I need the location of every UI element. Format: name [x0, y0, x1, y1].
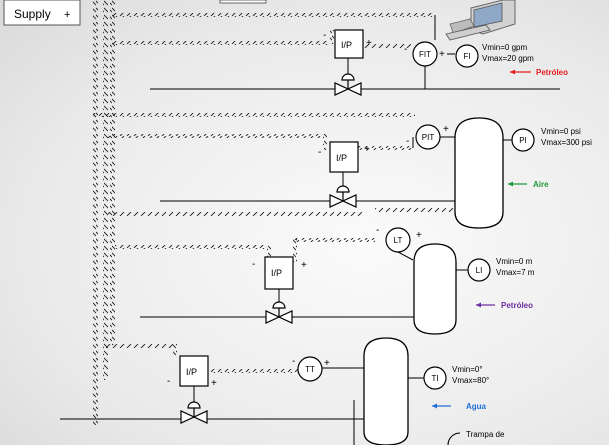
stream-label-water: Agua [432, 402, 487, 411]
stream-label-oil-top: Petróleo [510, 68, 568, 77]
svg-text:+: + [443, 124, 449, 135]
svg-text:-: - [406, 136, 409, 147]
svg-text:I/P: I/P [341, 40, 352, 50]
svg-text:-: - [167, 376, 170, 387]
svg-text:FI: FI [463, 52, 470, 61]
svg-text:-: - [318, 147, 321, 158]
air-tank [454, 117, 504, 229]
temperature-transmitter [297, 356, 323, 382]
trap-label: Trampa de [466, 430, 505, 439]
svg-text:LI: LI [476, 266, 483, 275]
svg-text:Agua: Agua [466, 402, 487, 411]
svg-text:+: + [324, 358, 330, 369]
supply-label: Supply [14, 7, 51, 21]
svg-text:-: - [292, 356, 295, 367]
supply-headers [93, 0, 115, 425]
svg-text:+: + [366, 38, 372, 49]
svg-text:Aire: Aire [533, 180, 549, 189]
svg-text:Petróleo: Petróleo [536, 68, 568, 77]
svg-text:Vmin=0°: Vmin=0° [452, 365, 483, 374]
computer-icon [219, 0, 516, 41]
svg-text:Vmax=7 m: Vmax=7 m [496, 268, 535, 277]
control-valve-icon [334, 73, 362, 96]
svg-text:PIT: PIT [422, 133, 435, 142]
level-indicator [467, 258, 491, 282]
svg-text:I/P: I/P [186, 367, 197, 377]
stream-label-oil-middle: Petróleo [476, 301, 533, 310]
svg-text:PI: PI [519, 136, 527, 145]
arrow-left-icon [508, 181, 513, 187]
control-valve-icon [329, 185, 357, 208]
svg-text:Vmin=0 m: Vmin=0 m [496, 257, 533, 266]
svg-text:I/P: I/P [271, 268, 282, 278]
control-valve-icon [180, 401, 208, 424]
stream-label-air: Aire [508, 180, 549, 189]
svg-text:+: + [211, 378, 217, 389]
svg-text:-: - [404, 44, 407, 55]
flow-ip-converter [334, 29, 364, 59]
level-ip-converter [264, 256, 294, 290]
svg-text:+: + [416, 230, 422, 241]
level-loop: I/P - + LT - + LI Vmin=0 m Vmax=7 m [108, 212, 535, 335]
svg-text:TT: TT [305, 365, 315, 374]
svg-text:-: - [323, 30, 326, 41]
arrow-left-icon [432, 403, 437, 409]
temperature-indicator [423, 366, 447, 390]
svg-text:Vmin=0 psi: Vmin=0 psi [541, 127, 581, 136]
oil-tank [413, 243, 457, 335]
svg-text:Petróleo: Petróleo [501, 301, 533, 310]
flow-loop: I/P - + FIT - + FI Vmin=0 gpm Vmax=20 gp… [110, 13, 560, 96]
svg-text:I/P: I/P [336, 153, 347, 163]
svg-text:TI: TI [431, 374, 438, 383]
water-tank [363, 337, 409, 445]
temperature-loop: I/P - + TT - + TI Vmin=0° Vmax=80° Tramp… [60, 337, 505, 445]
supply-sign: + [64, 9, 70, 21]
svg-text:LT: LT [394, 236, 403, 245]
svg-text:Vmax=20 gpm: Vmax=20 gpm [482, 54, 534, 63]
svg-text:+: + [301, 260, 307, 271]
svg-text:Vmax=300 psi: Vmax=300 psi [541, 138, 592, 147]
supply-box: Supply + [3, 0, 81, 26]
svg-text:Vmin=0 gpm: Vmin=0 gpm [482, 43, 527, 52]
pressure-indicator [511, 128, 535, 152]
arrow-left-icon [476, 302, 481, 308]
svg-text:-: - [376, 225, 379, 236]
svg-text:-: - [252, 259, 255, 270]
svg-text:+: + [439, 49, 445, 60]
pressure-ip-converter [329, 141, 359, 173]
pressure-loop: I/P - + PIT - + PI Vmin=0 psi Vmax=300 p… [93, 113, 592, 229]
control-valve-icon [265, 301, 293, 324]
svg-text:Vmax=80°: Vmax=80° [452, 376, 489, 385]
svg-text:FIT: FIT [419, 50, 431, 59]
flow-indicator [455, 44, 479, 68]
arrow-left-icon [510, 69, 515, 75]
